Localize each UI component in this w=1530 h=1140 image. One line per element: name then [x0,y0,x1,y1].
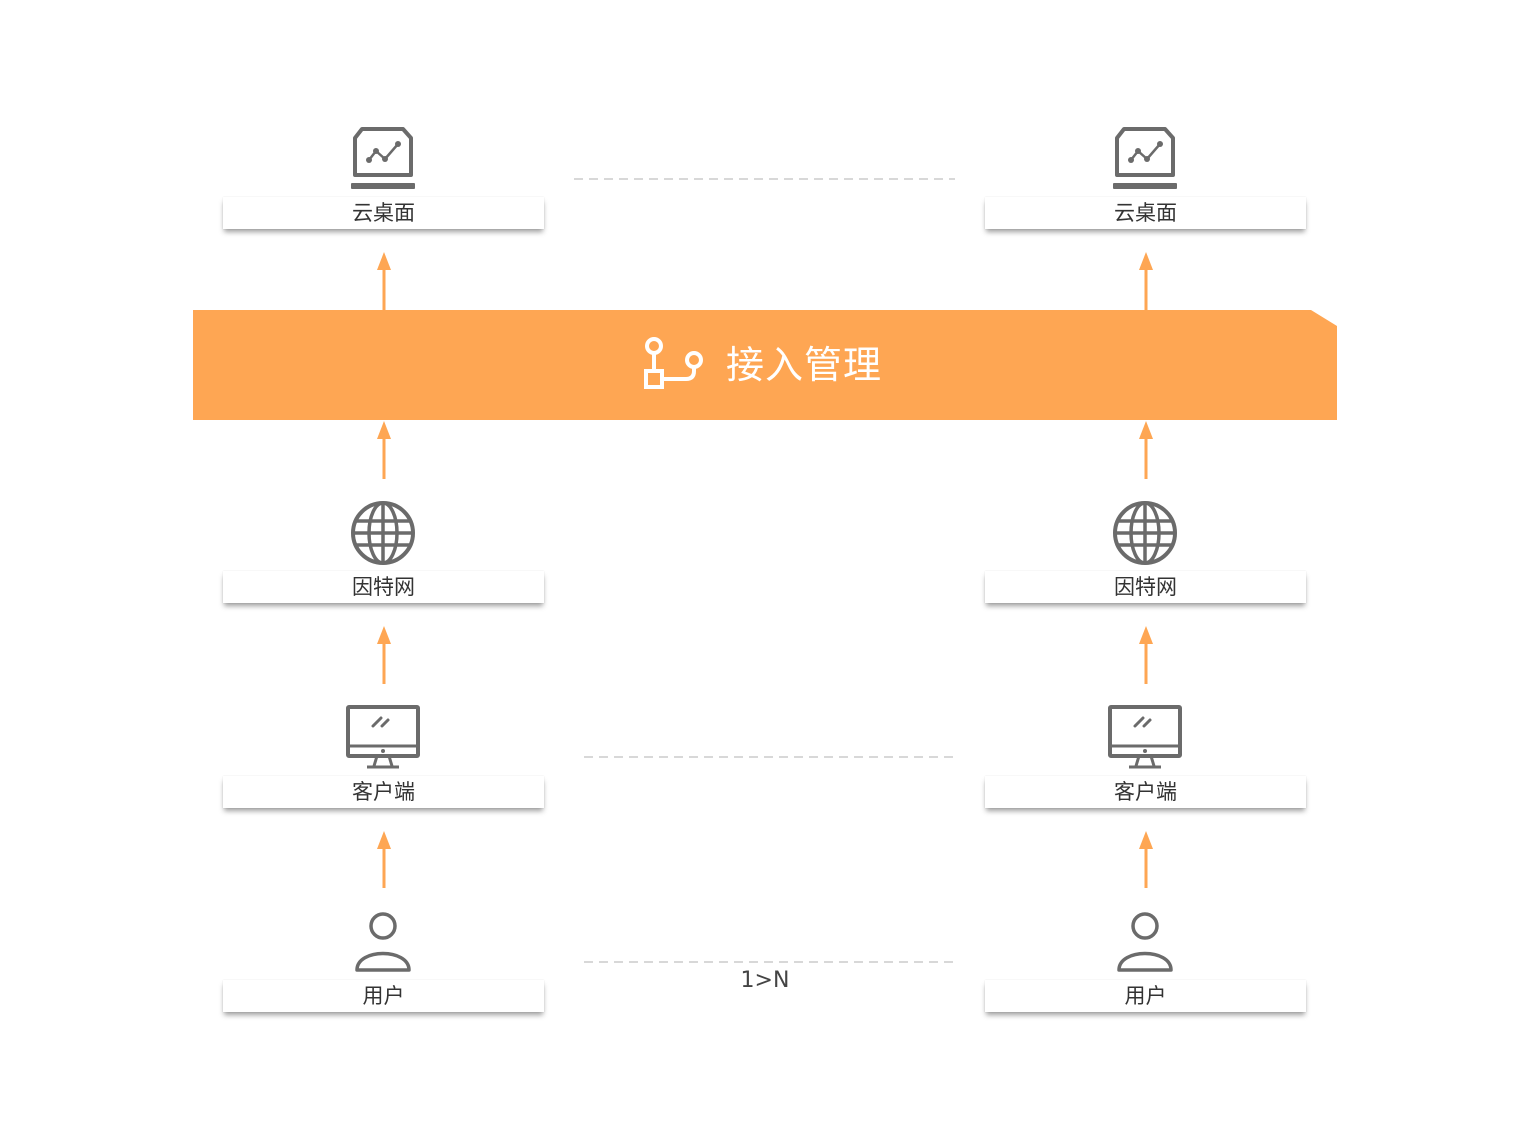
node-label: 客户端 [223,776,544,808]
arrow-up-icon [377,421,391,479]
arrow-up-icon [1139,252,1153,310]
node-label: 用户 [223,980,544,1012]
arrow-up-icon [377,626,391,684]
node-user-left: 用户 [193,888,574,1034]
arrow-up-icon [377,252,391,310]
branch-icon [644,337,703,389]
arrow-up-icon [1139,421,1153,479]
desktop-computer-icon [1108,705,1182,769]
access-management-band: 接入管理 [193,310,1337,420]
user-icon [355,912,411,972]
node-label: 云桌面 [985,197,1306,229]
user-icon [1117,912,1173,972]
node-label: 用户 [985,980,1306,1012]
node-user-right: 用户 [955,888,1336,1034]
node-label: 因特网 [985,571,1306,603]
node-label: 因特网 [223,571,544,603]
arrow-up-icon [377,831,391,888]
node-cloud-desktop-right: 云桌面 [955,105,1336,251]
arrow-up-icon [1139,831,1153,888]
node-client-left: 客户端 [193,684,574,830]
access-management-title: 接入管理 [726,343,883,387]
arrow-up-icon [1139,626,1153,684]
monitor-chart-icon [1113,127,1177,189]
monitor-chart-icon [351,127,415,189]
node-label: 客户端 [985,776,1306,808]
node-internet-left: 因特网 [193,479,574,625]
node-internet-right: 因特网 [955,479,1336,625]
node-label: 云桌面 [223,197,544,229]
connector-note: 1>N [740,968,790,993]
node-cloud-desktop-left: 云桌面 [193,105,574,251]
globe-icon [351,501,415,565]
desktop-computer-icon [346,705,420,769]
globe-icon [1113,501,1177,565]
node-client-right: 客户端 [955,684,1336,830]
